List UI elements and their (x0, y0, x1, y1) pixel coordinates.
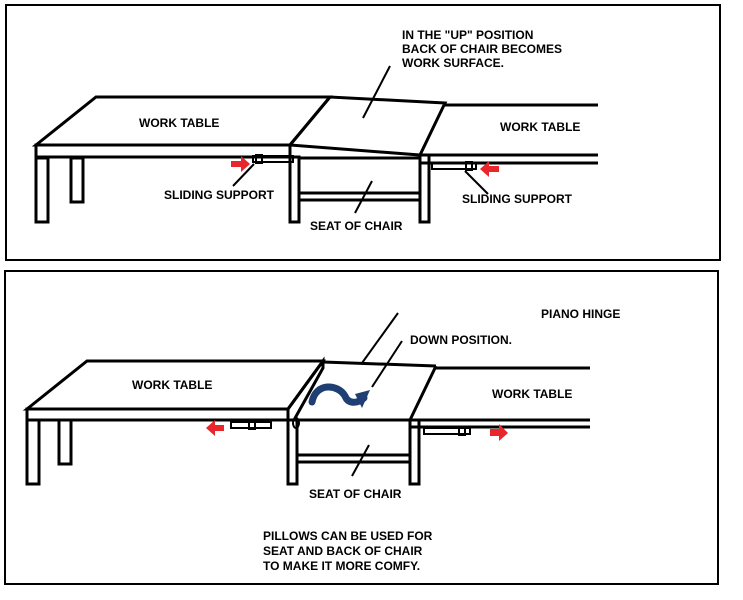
leader-line (354, 180, 373, 214)
bottom-right-table-label: WORK TABLE (492, 387, 572, 401)
table-leg (25, 418, 41, 486)
chair-side (408, 418, 421, 486)
piano-hinge-edge (322, 360, 437, 368)
chair-back-edge (408, 365, 438, 421)
bottom-panel-frame (4, 270, 719, 585)
sliding-rail (252, 155, 294, 163)
sliding-rail-block (465, 161, 473, 171)
leader-line (351, 444, 370, 477)
top-left-sliding-support (252, 154, 294, 164)
top-right-table-label: WORK TABLE (500, 120, 580, 134)
sliding-rail-block (458, 426, 466, 436)
leader-line (232, 163, 255, 187)
table-apron (34, 143, 292, 159)
leader-line (371, 340, 403, 388)
bottom-note-line-1: PILLOWS CAN BE USED FOR (263, 529, 433, 543)
top-panel-frame (5, 4, 721, 261)
table-leg (69, 156, 85, 204)
table-leg (57, 418, 73, 466)
leader-line (464, 170, 489, 195)
chair-side-upper (286, 356, 325, 422)
bottom-right-sliding-support (423, 426, 471, 436)
top-note-line-2: BACK OF CHAIR BECOMES (402, 42, 562, 56)
rotate-arrow-head-icon (355, 390, 370, 408)
table-apron (25, 407, 290, 422)
sliding-rail-block (255, 154, 263, 164)
bottom-note-line-3: TO MAKE IT MORE COMFY. (263, 559, 420, 573)
sliding-rail-block (248, 420, 256, 430)
red-arrow-right-icon (490, 424, 508, 441)
chair-side (418, 153, 431, 224)
sliding-rail (423, 427, 471, 435)
red-arrow-right-icon (231, 156, 250, 172)
sliding-rail (230, 421, 272, 429)
red-arrow-left-icon (206, 420, 224, 436)
down-position-label: DOWN POSITION. (410, 333, 512, 347)
table-leg (34, 156, 50, 224)
piano-hinge-label: PIANO HINGE (541, 307, 620, 321)
red-arrow-left-icon (480, 161, 499, 177)
chair-back-work-surface (286, 95, 448, 157)
sliding-rail (431, 162, 477, 170)
top-left-support-label: SLIDING SUPPORT (164, 188, 275, 202)
bottom-panel: PIANO HINGE DOWN POSITION. WORK TABLE WO… (4, 270, 719, 585)
leader-line (361, 312, 399, 364)
top-panel: IN THE "UP" POSITION BACK OF CHAIR BECOM… (5, 4, 721, 261)
hinge-knob (292, 417, 300, 429)
bottom-chair (286, 356, 438, 486)
top-note-line-1: IN THE "UP" POSITION (402, 28, 533, 42)
top-right-work-table (420, 103, 598, 165)
chair-side (288, 155, 301, 224)
bottom-note-line-2: SEAT AND BACK OF CHAIR (263, 544, 423, 558)
bottom-left-table-label: WORK TABLE (132, 378, 212, 392)
top-right-sliding-support (431, 161, 477, 171)
top-chair (286, 95, 448, 224)
leader-line (362, 65, 391, 119)
bottom-left-sliding-support (230, 420, 272, 430)
top-left-table-label: WORK TABLE (139, 116, 219, 130)
top-right-support-label: SLIDING SUPPORT (462, 192, 573, 206)
rotate-arrow-icon (308, 383, 368, 406)
top-note-line-3: WORK SURFACE. (402, 56, 504, 70)
bottom-seat-label: SEAT OF CHAIR (309, 487, 402, 501)
chair-side (286, 418, 299, 486)
top-seat-label: SEAT OF CHAIR (310, 219, 403, 233)
